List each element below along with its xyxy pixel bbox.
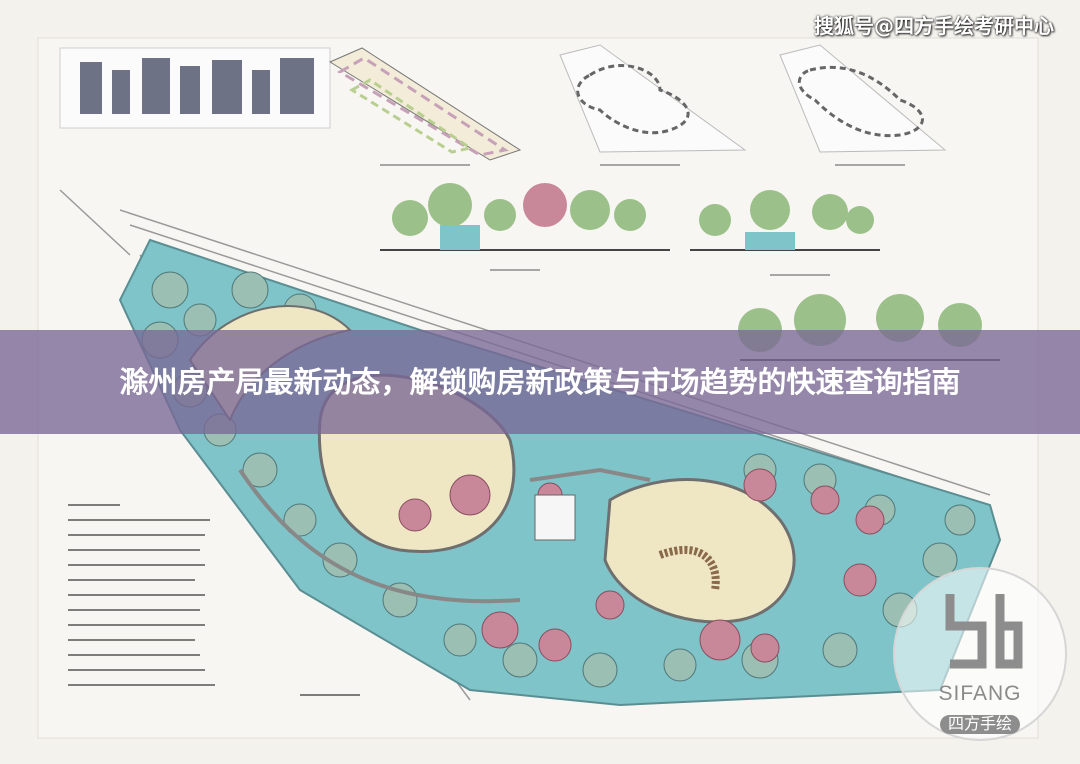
analysis-diagram-2 — [559, 44, 747, 166]
analysis-diagram-3 — [779, 44, 947, 166]
design-notes-sketch — [68, 504, 360, 696]
source-watermark: 搜狐号@四方手绘考研中心 — [814, 14, 1054, 38]
section-elevation-1 — [380, 183, 670, 271]
logo-cn-name: 四方手绘 — [890, 710, 1070, 734]
section-elevation-2 — [690, 190, 880, 276]
sifang-logo: SIFANG 四方手绘 — [890, 564, 1070, 744]
logo-name: SIFANG — [938, 682, 1022, 705]
analysis-diagram-1 — [328, 47, 522, 166]
title-banner: 滁州房产局最新动态，解锁购房新政策与市场趋势的快速查询指南 — [0, 330, 1080, 434]
page-title: 滁州房产局最新动态，解锁购房新政策与市场趋势的快速查询指南 — [119, 365, 961, 399]
logo-mark-icon — [893, 567, 1067, 741]
title-block-sketch — [59, 47, 331, 129]
